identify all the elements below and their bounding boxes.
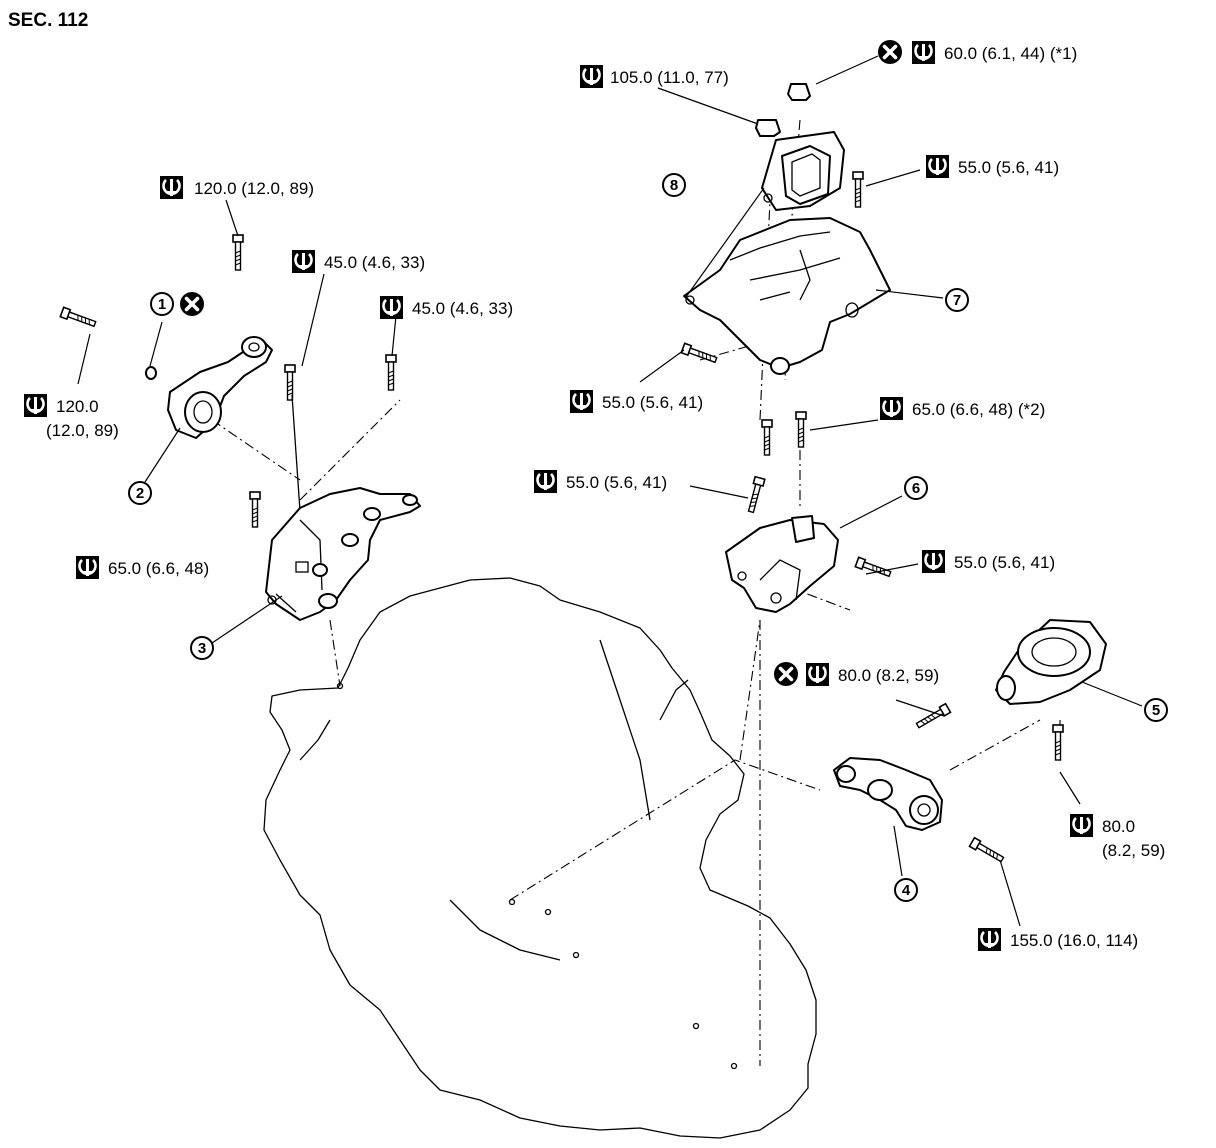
torque-wrench-icon (578, 63, 605, 90)
torque-label-120-top: 120.0 (12.0, 89) (158, 174, 314, 201)
torque-label-120-left: 120.0 (12.0, 89) (22, 392, 119, 440)
torque-label-55-mid-left: 55.0 (5.6, 41) (568, 388, 703, 415)
section-title: SEC. 112 (8, 10, 88, 31)
svg-text:55.0 (5.6, 41): 55.0 (5.6, 41) (954, 553, 1055, 572)
torque-label-55-bolt6: 55.0 (5.6, 41) (532, 468, 667, 495)
torque-wrench-icon (22, 392, 49, 419)
svg-text:65.0 (6.6, 48): 65.0 (6.6, 48) (108, 559, 209, 578)
torque-wrench-icon (910, 39, 937, 66)
svg-text:(12.0, 89): (12.0, 89) (46, 421, 119, 440)
torque-wrench-icon (976, 926, 1003, 953)
svg-text:4: 4 (902, 882, 911, 899)
do-not-reuse-icon (772, 660, 800, 688)
svg-text:120.0 (12.0, 89): 120.0 (12.0, 89) (194, 179, 314, 198)
torque-wrench-icon (568, 388, 595, 415)
svg-text:55.0 (5.6, 41): 55.0 (5.6, 41) (566, 473, 667, 492)
svg-text:120.0: 120.0 (56, 397, 99, 416)
svg-text:8: 8 (670, 177, 678, 194)
svg-text:6: 6 (912, 480, 920, 497)
svg-text:155.0 (16.0, 114): 155.0 (16.0, 114) (1010, 931, 1138, 950)
torque-label-45-a: 45.0 (4.6, 33) (290, 248, 425, 275)
torque-label-45-b: 45.0 (4.6, 33) (378, 294, 513, 321)
svg-text:(8.2, 59): (8.2, 59) (1102, 841, 1165, 860)
part-callout-1: 1 (150, 290, 206, 318)
svg-text:55.0 (5.6, 41): 55.0 (5.6, 41) (958, 158, 1059, 177)
svg-text:2: 2 (136, 485, 144, 502)
part-callout-2: 2 (128, 481, 152, 505)
torque-labels: 60.0 (6.1, 44) (*1) 105.0 (11.0, 77) 55.… (22, 38, 1165, 953)
do-not-reuse-icon (178, 290, 206, 318)
torque-label-80-top: 80.0 (8.2, 59) (772, 660, 939, 688)
torque-wrench-icon (878, 395, 905, 422)
svg-text:65.0 (6.6, 48) (*2): 65.0 (6.6, 48) (*2) (912, 400, 1045, 419)
svg-text:80.0: 80.0 (1102, 817, 1135, 836)
svg-text:60.0 (6.1, 44) (*1): 60.0 (6.1, 44) (*1) (944, 44, 1077, 63)
torque-label-55-top: 55.0 (5.6, 41) (924, 153, 1059, 180)
part-2-rear-mount (59, 234, 273, 439)
svg-text:3: 3 (198, 640, 206, 657)
torque-label-155: 155.0 (16.0, 114) (976, 926, 1138, 953)
leader-lines (77, 55, 1143, 927)
part-callout-5: 5 (1144, 698, 1168, 722)
part-4-lower-link (833, 702, 1006, 865)
torque-label-55-right6: 55.0 (5.6, 41) (920, 548, 1055, 575)
torque-wrench-icon (924, 153, 951, 180)
do-not-reuse-icon (876, 38, 904, 66)
svg-text:45.0 (4.6, 33): 45.0 (4.6, 33) (324, 253, 425, 272)
torque-label-65-star2: 65.0 (6.6, 48) (*2) (878, 395, 1045, 422)
part-8-upper-mount (755, 83, 845, 211)
part-callout-4: 4 (894, 878, 918, 902)
part-3-bracket (249, 354, 421, 621)
torque-label-65-left: 65.0 (6.6, 48) (74, 554, 209, 581)
svg-text:5: 5 (1152, 702, 1160, 719)
torque-wrench-icon (1068, 812, 1095, 839)
torque-wrench-icon (804, 661, 831, 688)
engine-outline (263, 577, 817, 1139)
torque-label-60: 60.0 (6.1, 44) (*1) (876, 38, 1077, 66)
part-number-callouts: 1 2 3 4 5 6 7 8 (128, 173, 1168, 902)
part-6-lh-mount (725, 475, 893, 613)
torque-wrench-icon (920, 548, 947, 575)
torque-label-105: 105.0 (11.0, 77) (578, 63, 729, 90)
part-5-lower-mount (995, 619, 1107, 761)
svg-text:105.0 (11.0, 77): 105.0 (11.0, 77) (610, 68, 729, 87)
part-callout-7: 7 (945, 288, 969, 312)
part-callout-8: 8 (662, 173, 686, 197)
svg-text:80.0 (8.2, 59): 80.0 (8.2, 59) (838, 666, 939, 685)
svg-text:7: 7 (953, 292, 961, 309)
svg-text:1: 1 (158, 296, 166, 313)
torque-label-80-right: 80.0 (8.2, 59) (1068, 812, 1165, 860)
part-callout-6: 6 (904, 476, 928, 500)
part-7-bracket (680, 171, 891, 456)
svg-text:45.0 (4.6, 33): 45.0 (4.6, 33) (412, 299, 513, 318)
torque-wrench-icon (378, 294, 405, 321)
svg-text:55.0 (5.6, 41): 55.0 (5.6, 41) (602, 393, 703, 412)
part-callout-3: 3 (190, 636, 214, 660)
torque-wrench-icon (532, 468, 559, 495)
torque-wrench-icon (74, 554, 101, 581)
torque-wrench-icon (158, 174, 185, 201)
torque-wrench-icon (290, 248, 317, 275)
